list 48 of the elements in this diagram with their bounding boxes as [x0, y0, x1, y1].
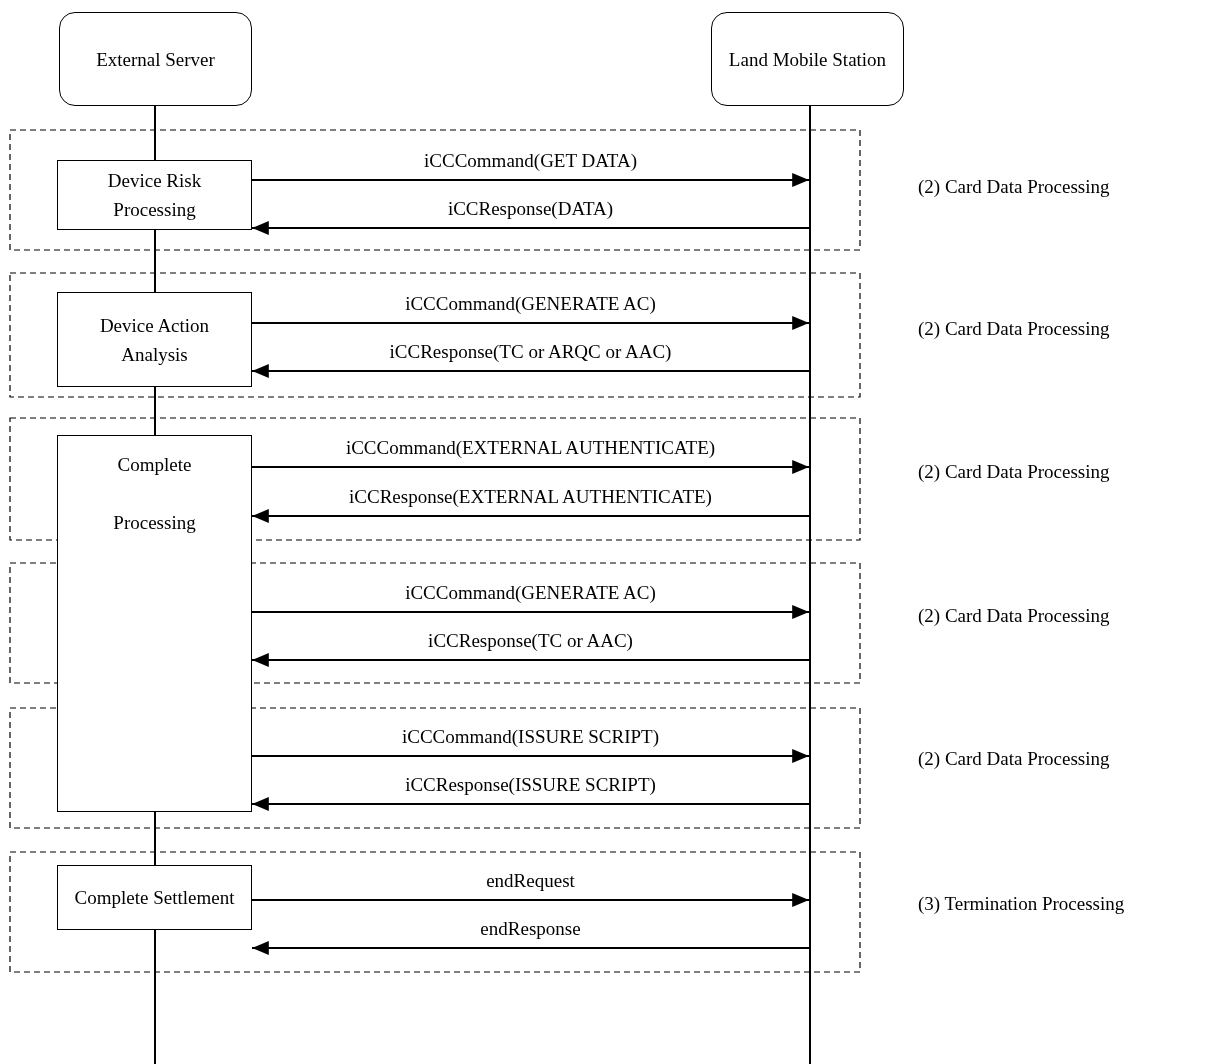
message-label: endResponse	[480, 918, 581, 940]
message-arrow	[251, 364, 810, 378]
message-arrow	[251, 749, 810, 763]
lifeline	[154, 105, 156, 161]
node-label: Device Risk Processing	[106, 169, 203, 222]
node-label: Land Mobile Station	[727, 47, 888, 72]
participant-box	[59, 12, 252, 106]
message-label: iCCResponse(DATA)	[447, 198, 614, 220]
message-arrow	[251, 460, 810, 474]
participant-box	[711, 12, 904, 106]
section-label: (2) Card Data Processing	[918, 461, 1110, 483]
node-label: External Server	[95, 47, 216, 72]
message-label: iCCResponse(ISSURE SCRIPT)	[405, 774, 656, 796]
message-label: iCCCommand(GENERATE AC)	[405, 293, 656, 315]
message-label: iCCCommand(EXTERNAL AUTHENTICATE)	[345, 437, 716, 459]
message-arrow	[251, 797, 810, 811]
activation-box	[57, 865, 252, 930]
lifeline	[809, 106, 811, 1064]
message-arrow	[251, 316, 810, 330]
activation-box	[57, 160, 252, 230]
section-label: (3) Termination Processing	[918, 893, 1125, 915]
message-label: iCCCommand(ISSURE SCRIPT)	[401, 726, 660, 748]
section-label: (2) Card Data Processing	[918, 748, 1110, 770]
message-label: iCCResponse(TC or ARQC or AAC)	[389, 341, 672, 363]
message-label: iCCResponse(TC or AAC)	[428, 630, 633, 652]
message-arrow	[251, 173, 810, 187]
message-arrow	[251, 605, 810, 619]
node-label: Complete Processing	[112, 453, 197, 535]
section-label: (2) Card Data Processing	[918, 176, 1110, 198]
lifeline	[154, 229, 156, 293]
message-label: iCCResponse(EXTERNAL AUTHENTICATE)	[349, 486, 712, 508]
lifeline	[154, 386, 156, 436]
activation-box	[57, 435, 252, 812]
message-label: iCCCommand(GET DATA)	[424, 150, 637, 172]
message-arrow	[251, 221, 810, 235]
message-label: iCCCommand(GENERATE AC)	[405, 582, 656, 604]
message-arrow	[251, 941, 810, 955]
section-label: (2) Card Data Processing	[918, 605, 1110, 627]
message-arrow	[251, 653, 810, 667]
message-label: endRequest	[486, 870, 575, 892]
activation-box	[57, 292, 252, 387]
lifeline	[154, 811, 156, 866]
node-label: Device Action Analysis	[98, 313, 211, 367]
node-label: Complete Settlement	[73, 886, 236, 910]
message-arrow	[251, 509, 810, 523]
section-label: (2) Card Data Processing	[918, 318, 1110, 340]
lifeline	[154, 929, 156, 1064]
message-arrow	[251, 893, 810, 907]
